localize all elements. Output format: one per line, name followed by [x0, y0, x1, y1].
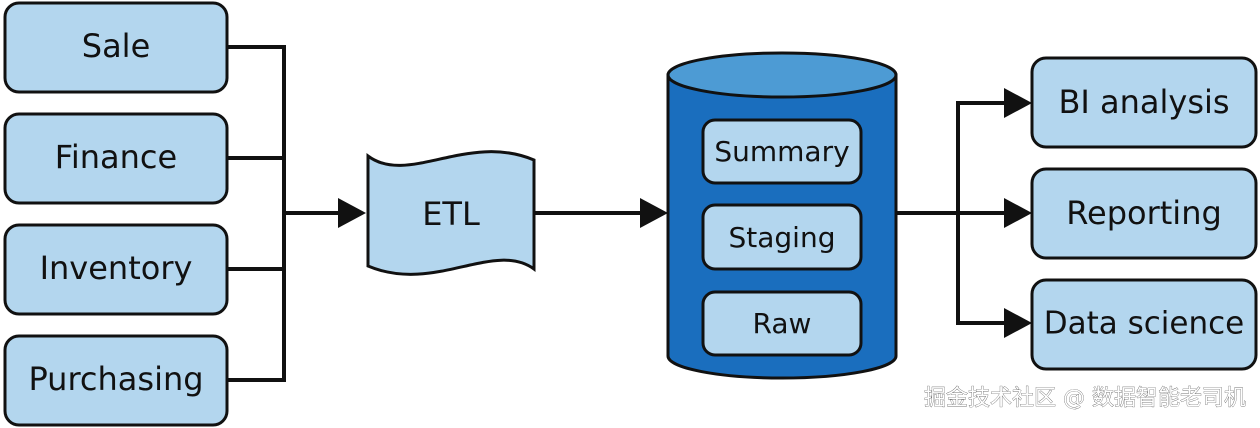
- output-bi-analysis: BI analysis: [1030, 56, 1258, 149]
- layer-summary-box: [701, 118, 863, 185]
- layer-summary: Summary: [701, 118, 863, 185]
- warehouse-cylinder-top: [666, 51, 898, 99]
- source-purchasing-label: Purchasing: [28, 360, 203, 398]
- output-data-science-label: Data science: [1044, 306, 1245, 342]
- layer-raw-box: [701, 290, 863, 357]
- arrow-to-bi-analysis-head: [1004, 88, 1032, 118]
- source-sale-label: Sale: [82, 27, 151, 65]
- layer-summary-label: Summary: [714, 135, 849, 168]
- source-inventory-label: Inventory: [40, 249, 193, 287]
- data-warehouse: Summary Staging Raw: [666, 51, 898, 380]
- output-connectors: [896, 101, 1006, 325]
- etl-process: ETL: [366, 150, 536, 276]
- arrow-to-warehouse-head: [640, 198, 668, 228]
- etl-wave-shape: [366, 150, 536, 276]
- layer-raw-label: Raw: [753, 307, 812, 340]
- arrow-to-reporting-head: [1004, 198, 1032, 228]
- output-bi-analysis-label: BI analysis: [1058, 83, 1229, 121]
- output-data-science: Data science: [1030, 278, 1258, 371]
- layer-staging-box: [701, 203, 863, 271]
- watermark-text: 掘金技术社区 @ 数据智能老司机: [924, 386, 1246, 411]
- source-sale: Sale: [3, 1, 229, 94]
- etl-label: ETL: [422, 195, 480, 233]
- arrow-to-data-science-head: [1004, 308, 1032, 338]
- output-reporting-box: [1030, 167, 1258, 260]
- source-finance: Finance: [3, 112, 229, 205]
- source-purchasing: Purchasing: [3, 334, 229, 427]
- source-inventory: Inventory: [3, 223, 229, 316]
- output-reporting-label: Reporting: [1066, 194, 1222, 232]
- arrow-to-etl-head: [338, 198, 366, 228]
- layer-staging-label: Staging: [729, 221, 836, 254]
- source-finance-label: Finance: [55, 138, 177, 176]
- source-connectors: [227, 45, 340, 382]
- output-data-science-box: [1030, 278, 1258, 371]
- output-bi-analysis-box: [1030, 56, 1258, 149]
- output-reporting: Reporting: [1030, 167, 1258, 260]
- layer-raw: Raw: [701, 290, 863, 357]
- layer-staging: Staging: [701, 203, 863, 271]
